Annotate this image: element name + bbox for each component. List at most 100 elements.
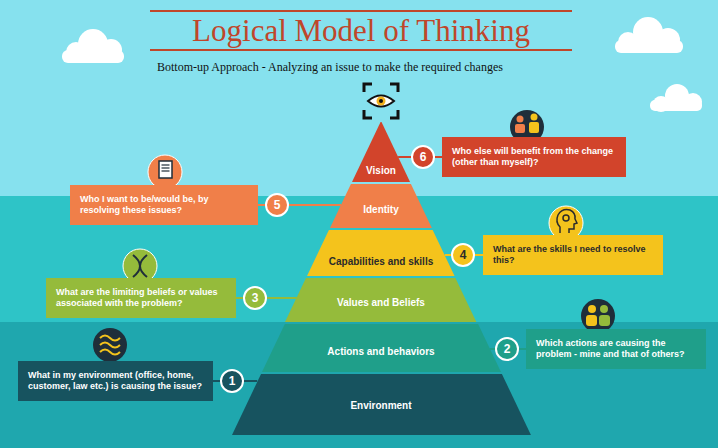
level-label: Identity [363,204,399,216]
icon-disc [581,299,615,333]
circle-fill [452,244,474,266]
pyramid-level: Identity [330,184,432,228]
step-number: 5 [265,193,289,217]
cloud [615,17,683,53]
figure-head [531,114,538,121]
icon-disc [148,155,182,189]
circle-fill [244,287,266,309]
document-icon [148,155,182,189]
step-number-circle: 6 [411,145,435,169]
question-text: Which actions are causing the problem - … [536,338,696,360]
pyramid-level: Capabilities and skills [307,230,455,276]
connector-line [213,380,220,382]
connector-line [258,204,265,206]
strand [133,255,140,277]
wave [100,350,120,355]
pyramid-level: Vision [352,122,410,182]
level-fill [262,324,501,372]
circle-fill [221,370,243,392]
level-fill [285,278,476,322]
connector-line [267,297,297,299]
figure-body [599,315,610,326]
level-fill [307,230,455,276]
document-line [162,167,170,168]
eye-iris [377,97,386,106]
question-text: What are the skills I need to resolve th… [493,244,653,266]
connector-line [475,254,483,256]
step-number-circle: 5 [265,193,289,217]
connector-line [289,204,341,206]
figure-body [586,315,597,326]
connector-line [490,348,495,350]
environment-icon [93,328,127,362]
subtitle: Bottom-up Approach - Analyzing an issue … [100,60,560,75]
question-text: Who else will benefit from the change (o… [452,146,616,168]
figure-body [515,124,525,133]
figure-body [529,122,539,133]
question-box: Who else will benefit from the change (o… [442,137,626,177]
step-number: 4 [451,243,475,267]
pyramid-level: Values and Beliefs [285,278,476,322]
title-bar: Logical Model of Thinking [150,12,572,49]
figure-head [600,305,608,313]
step-number-circle: 1 [220,369,244,393]
frame-corner [364,84,372,92]
step-number: 3 [243,286,267,310]
step-number-circle: 4 [451,243,475,267]
connector-line [398,156,411,158]
level-fill [232,374,531,435]
level-label: Capabilities and skills [329,256,433,268]
frame-corner [390,84,398,92]
connector-line [445,254,451,256]
question-box: Which actions are causing the problem - … [526,329,706,369]
level-label: Vision [366,165,396,177]
strand [140,255,147,277]
figure-head [517,116,524,123]
two-people-icon [581,299,615,333]
icon-disc [93,328,127,362]
document-line [162,170,170,171]
wave [100,343,120,348]
frame-corner [390,110,398,118]
cloud-base [62,50,124,63]
question-box: What are the skills I need to resolve th… [483,235,663,275]
step-number-circle: 3 [243,286,267,310]
cloud [62,29,124,63]
level-label: Actions and behaviors [327,346,434,358]
circle-fill [412,146,434,168]
cloud-base [615,40,683,53]
circle-fill [496,338,518,360]
eye-icon [364,84,398,118]
connector-line [519,348,526,350]
step-number: 6 [411,145,435,169]
document-line [162,164,170,165]
question-text: What in my environment (office, home, cu… [28,370,203,392]
circle-fill [266,194,288,216]
cloud-base [650,100,702,111]
frame-corner [364,110,372,118]
question-box: Who I want to be/would be, by resolving … [70,185,258,225]
step-number-circle: 2 [495,337,519,361]
gear [563,215,569,221]
step-number: 1 [220,369,244,393]
connector-line [236,297,243,299]
level-shape [307,230,455,276]
connector-line [244,380,257,382]
eye-shape [368,96,394,107]
sky [0,0,718,196]
eye-pupil [379,99,383,103]
level-label: Environment [350,400,411,412]
pyramid-level: Environment [232,374,531,435]
question-box: What in my environment (office, home, cu… [18,361,213,401]
cloud [650,84,702,112]
question-text: What are the limiting beliefs or values … [56,287,226,309]
level-fill [352,122,410,182]
level-label: Values and Beliefs [337,297,425,309]
title-rule [150,10,572,12]
step-number: 2 [495,337,519,361]
figure-head [588,305,596,313]
title: Logical Model of Thinking [192,13,530,49]
head-profile [557,210,577,233]
sea-deep [0,322,718,448]
